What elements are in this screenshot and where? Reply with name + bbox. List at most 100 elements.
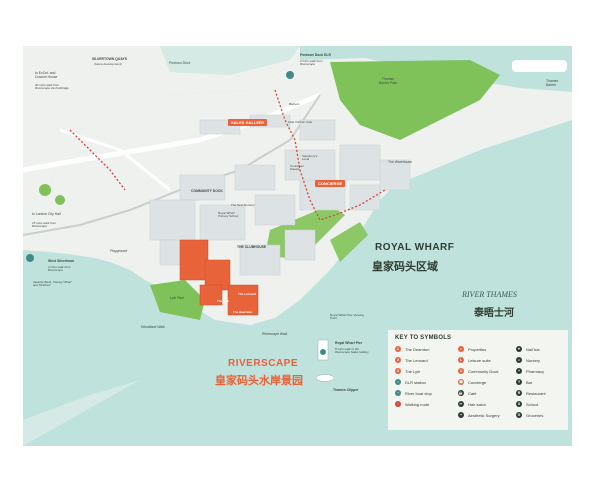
region-river-thames-cn: 泰晤士河 (474, 308, 514, 319)
nail-bar-icon: ✦ (516, 346, 522, 352)
label-pontoon-walk: 2 mins walk from Riverscape (300, 59, 323, 67)
label-concierge: CONCIERGE (315, 180, 346, 187)
label-pier: Royal Wharf Pier (335, 341, 363, 345)
walking-route (274, 89, 386, 221)
bar-icon: Y (516, 379, 522, 385)
label-silvertown-sub: (future development) (94, 62, 122, 66)
legend-item: ✂Hair salon (458, 401, 487, 407)
label-woodland-walk: Woodland Walk (141, 325, 165, 329)
legend-item: +Aesthetic Surgery (458, 412, 500, 418)
label-lyle-park: Lyle Park (170, 296, 185, 300)
label-barbers: Barbers (289, 102, 300, 106)
walking-icon: › (395, 401, 401, 407)
label-riverscape-walk: Riverscape Walk (262, 332, 288, 336)
dlr-station-marker (286, 71, 294, 79)
dlr-station-marker (26, 254, 34, 262)
legend-title: KEY TO SYMBOLS (395, 335, 452, 341)
community-dock-icon: C (458, 368, 464, 374)
legend-item: •DLR station (395, 379, 426, 385)
region-riverscape-en: RIVERSCAPE (228, 358, 299, 369)
legend-item: ☕Café (458, 390, 477, 396)
label-ws-walk: 2 mins walk from Riverscape (48, 265, 71, 273)
walking-route-2 (69, 129, 126, 191)
dock-land (160, 46, 300, 75)
tree (39, 184, 51, 196)
legend-item: ›Walking route (395, 401, 429, 407)
residential-blocks (149, 114, 411, 276)
label-the-lyle: The Lyle (217, 299, 230, 303)
label-corinthian-square: Corinthian Square (290, 164, 304, 172)
label-clubhouse: THE CLUBHOUSE (237, 245, 267, 249)
riverside-green (330, 222, 368, 262)
label-london-city-hall: to London City Hall (32, 212, 61, 216)
label-sainsburys: Sainsbury's Local (302, 154, 318, 162)
label-pontoon-dock-dlr: Pontoon Dock DLR (300, 53, 331, 57)
label-the-warehouse: The Warehouse (388, 160, 412, 164)
riverscape-buildings (179, 239, 259, 316)
label-community-dock: COMMUNITY DOCK (191, 189, 223, 193)
legend-item: +Pharmacy (516, 368, 545, 374)
thames-clipper-boat (315, 374, 335, 382)
dearnton-icon: 1 (395, 346, 401, 352)
legend-item: ☎Concierge (458, 379, 487, 385)
leonard-icon: 2 (395, 357, 401, 363)
legend-item: ✦Nail bar (516, 346, 540, 352)
nursery-icon: ☺ (516, 357, 522, 363)
label-towards: towards Bank, Canary Wharf and Stratford (33, 280, 72, 288)
leisure-icon: L (458, 357, 464, 363)
region-royal-wharf-cn: 皇家码头区域 (372, 260, 438, 273)
surgery-icon: + (458, 412, 464, 418)
hair-salon-icon: ✂ (458, 401, 464, 407)
legend-item: ☺Nursery (516, 357, 541, 363)
label-rw-school: Royal Wharf Primary School (218, 211, 239, 219)
north-road (59, 128, 171, 192)
label-pontoon-dock: Pontoon Dock (169, 61, 191, 65)
dlr-station-icon: • (395, 379, 401, 385)
label-next-nursery: The Next Nursery (231, 203, 255, 207)
restaurant-icon: R (516, 390, 522, 396)
lyle-icon: 3 (395, 368, 401, 374)
properties-icon: ⌂ (458, 346, 464, 352)
tree (55, 195, 65, 205)
label-excel: to ExCeL and Custom House (35, 71, 58, 79)
school-icon: S (516, 401, 522, 407)
label-little-kitchen: Little Kitchen Cafe (288, 120, 313, 124)
label-sales-gallery: SALES GALLERY (228, 119, 268, 126)
region-royal-wharf-en: ROYAL WHARF (375, 242, 455, 253)
label-pier-viewing: Royal Wharf Pier Viewing Point (330, 313, 364, 321)
boat-icon: ~ (395, 390, 401, 396)
groceries-icon: G (516, 412, 522, 418)
lyle-park (150, 280, 205, 320)
label-excel-walk: 30 mins walk from Riverscape via footbri… (35, 83, 69, 91)
south-bank (23, 380, 140, 446)
ship (512, 60, 567, 72)
region-river-thames-en: RIVER THAMES (462, 290, 517, 299)
label-silvertown-quays: SILVERTOWN QUAYS (92, 57, 127, 61)
label-the-leonard: The Leonard (238, 292, 257, 296)
concierge-icon: ☎ (458, 379, 464, 385)
region-riverscape-cn: 皇家码头水岸景园 (215, 374, 303, 387)
label-west-silvertown: West Silvertown (48, 259, 75, 263)
north-land (23, 46, 300, 215)
cafe-icon: ☕ (458, 390, 464, 396)
label-thames-barrier-park: Thames Barrier Park (378, 77, 398, 85)
label-the-dearnton: The Dearnton (233, 310, 253, 314)
pharmacy-icon: + (516, 368, 522, 374)
label-thames-clipper: Thames Clipper (333, 388, 359, 392)
legend-item: ~River boat stop (395, 390, 432, 396)
label-playground: Playground (110, 249, 128, 253)
thames-barrier-park (330, 60, 500, 140)
label-thames-barrier: Thames Barrier (546, 79, 559, 87)
boat-stop-marker (320, 349, 326, 355)
